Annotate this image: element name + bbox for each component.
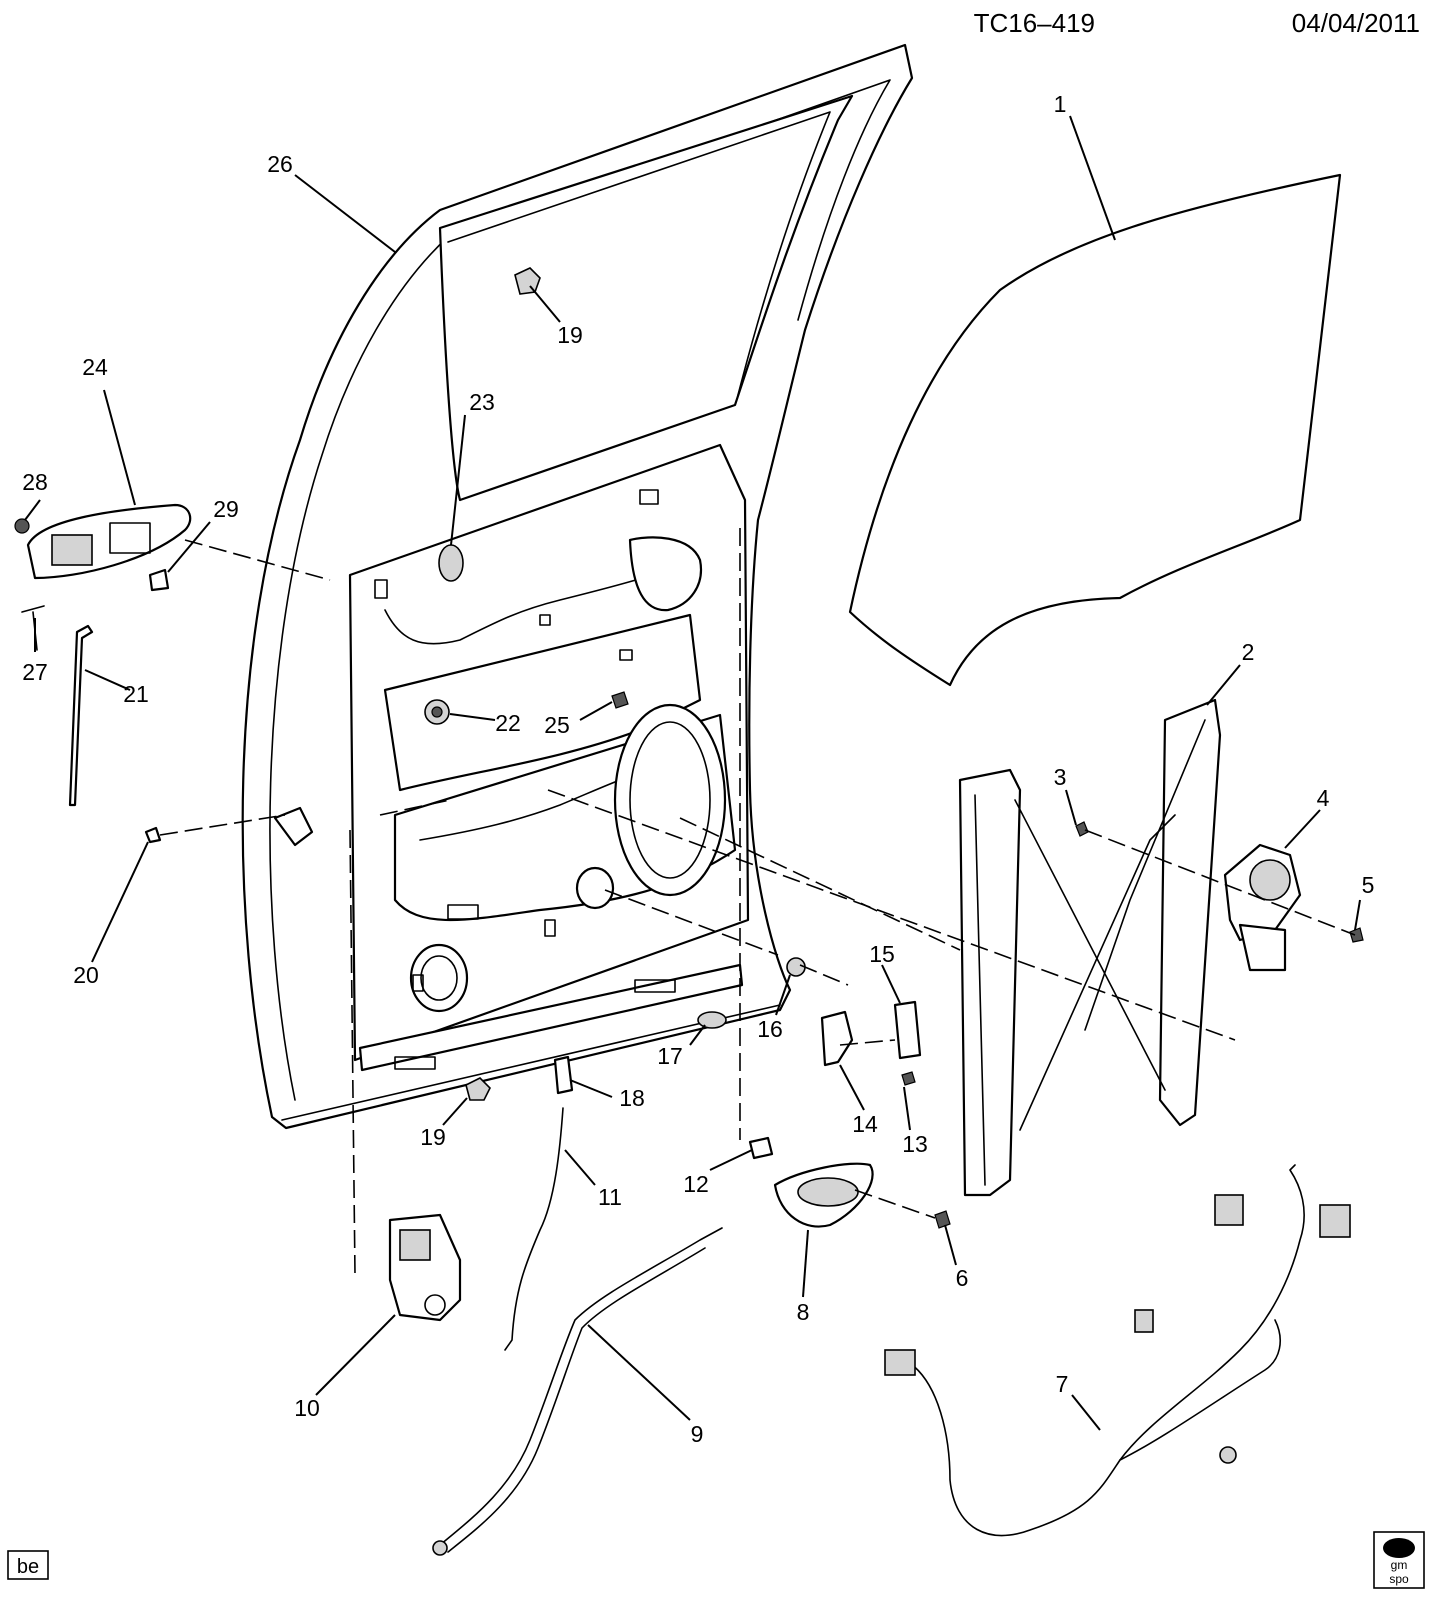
callout-16: 16 (757, 1016, 783, 1042)
drawing-date: 04/04/2011 (1292, 8, 1420, 38)
gm-spo-logo: gm spo (1373, 1531, 1425, 1589)
lock-rod (68, 624, 94, 807)
callout-2: 2 (1242, 639, 1255, 665)
callout-21: 21 (123, 681, 149, 707)
callout-13: 13 (902, 1131, 928, 1157)
access-hole-plug (438, 544, 464, 582)
nut-16 (786, 957, 806, 977)
alignment-lines (159, 528, 1356, 1276)
door-cable (432, 1227, 723, 1556)
callout-28: 28 (22, 469, 48, 495)
footer-code-text: be (17, 1556, 39, 1578)
callout-19-lower: 19 (420, 1124, 446, 1150)
inside-handle (773, 1162, 874, 1228)
door-latch (388, 1213, 462, 1322)
callout-18: 18 (619, 1085, 645, 1111)
bolt-6 (934, 1210, 951, 1229)
drawing-id: TC16–419 (974, 8, 1095, 38)
callout-12: 12 (683, 1171, 709, 1197)
callout-9: 9 (691, 1421, 704, 1447)
bracket-14 (820, 1010, 854, 1067)
callout-14: 14 (852, 1111, 878, 1137)
plug-17 (697, 1011, 727, 1029)
bolt-13 (901, 1071, 916, 1086)
callout-4: 4 (1317, 785, 1330, 811)
callout-27: 27 (22, 659, 48, 685)
callout-8: 8 (797, 1299, 810, 1325)
window-regulator (958, 698, 1222, 1197)
bolt-27 (21, 605, 45, 651)
callout-6: 6 (956, 1265, 969, 1291)
callout-3: 3 (1054, 764, 1067, 790)
logo-text-top: gm (1391, 1558, 1408, 1572)
leader-lines (24, 115, 1361, 1431)
callout-29: 29 (213, 496, 239, 522)
logo-text-bottom: spo (1389, 1572, 1409, 1586)
door-window-glass (848, 173, 1342, 687)
clip-12 (748, 1136, 774, 1160)
nut-28 (14, 518, 30, 534)
wiring-harness (884, 1164, 1351, 1537)
bolt-25 (611, 691, 629, 709)
plug-lower (465, 1077, 491, 1101)
callout-10: 10 (294, 1395, 320, 1421)
callout-5: 5 (1362, 872, 1375, 898)
callout-7: 7 (1056, 1371, 1069, 1397)
callout-labels: 1 2 3 4 5 6 7 8 9 10 11 12 13 14 15 16 1… (22, 91, 1374, 1447)
bolt-3 (1075, 821, 1089, 837)
callout-23: 23 (469, 389, 495, 415)
callout-17: 17 (657, 1043, 683, 1069)
outside-handle (26, 503, 192, 580)
callout-15: 15 (869, 941, 895, 967)
bolt-29 (148, 568, 170, 592)
clip-18 (553, 1055, 574, 1095)
callout-20: 20 (73, 962, 99, 988)
door-shell (241, 43, 914, 1130)
plug-upper (514, 267, 541, 295)
callout-1: 1 (1054, 91, 1067, 117)
callout-19-upper: 19 (557, 322, 583, 348)
callout-25: 25 (544, 712, 570, 738)
bracket-15 (893, 1000, 922, 1060)
window-motor (1223, 843, 1302, 972)
control-rod (504, 1107, 564, 1351)
footer-code-box: be (7, 1550, 49, 1580)
bolt-20 (144, 826, 162, 844)
callout-11: 11 (598, 1184, 622, 1210)
callout-22: 22 (495, 710, 521, 736)
callout-24: 24 (82, 354, 108, 380)
grommet (424, 699, 450, 725)
bolt-5 (1349, 927, 1364, 943)
callout-26: 26 (267, 151, 293, 177)
